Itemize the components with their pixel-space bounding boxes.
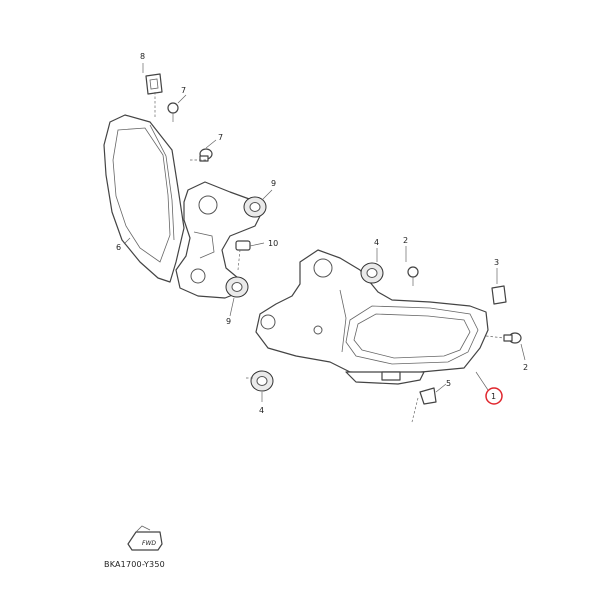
left-side-bracket-assembly <box>103 63 273 317</box>
callout-label: 4 <box>374 238 379 247</box>
bolt-part-2-upper <box>407 266 419 286</box>
callout-label: 1 <box>491 392 496 401</box>
screw-part-7-lower <box>199 148 213 162</box>
callout-label: 4 <box>259 406 264 415</box>
callout-label: 7 <box>218 133 223 142</box>
callout-label: 6 <box>116 243 121 252</box>
callout-label: 3 <box>494 258 499 267</box>
screw-part-7-upper <box>167 102 179 122</box>
callout-label: 8 <box>140 52 145 61</box>
bracket-plate-part-1 <box>255 249 489 375</box>
grommet-4-upper <box>360 262 384 284</box>
right-side-bracket-assembly <box>246 246 526 423</box>
callout-label: 10 <box>268 239 278 248</box>
bolt-part-2-right <box>503 332 522 344</box>
callout-label: 9 <box>271 179 276 188</box>
diagram-code: BKA1700-Y350 <box>104 560 165 569</box>
side-cover-part-6 <box>103 114 185 283</box>
screw-part-5 <box>419 387 437 405</box>
fwd-label: FWD <box>142 540 156 547</box>
callout-label: 2 <box>523 363 528 372</box>
collar-part-10 <box>235 240 251 251</box>
forward-direction-symbol: FWD <box>127 525 163 551</box>
highlighted-callout-part-1: 1 <box>485 387 503 405</box>
callout-label: 7 <box>181 86 186 95</box>
clip-nut-part-8 <box>145 73 163 95</box>
callout-label: 5 <box>446 379 451 388</box>
grommet-4-lower <box>250 370 274 392</box>
callout-label: 2 <box>403 236 408 245</box>
grommet-9-lower <box>225 276 249 298</box>
clip-nut-part-3 <box>491 285 507 305</box>
callout-labels: 8 7 7 9 10 6 9 4 2 3 2 5 4 1 <box>116 52 528 415</box>
callout-label: 9 <box>226 317 231 326</box>
grommet-9-upper <box>243 196 267 218</box>
